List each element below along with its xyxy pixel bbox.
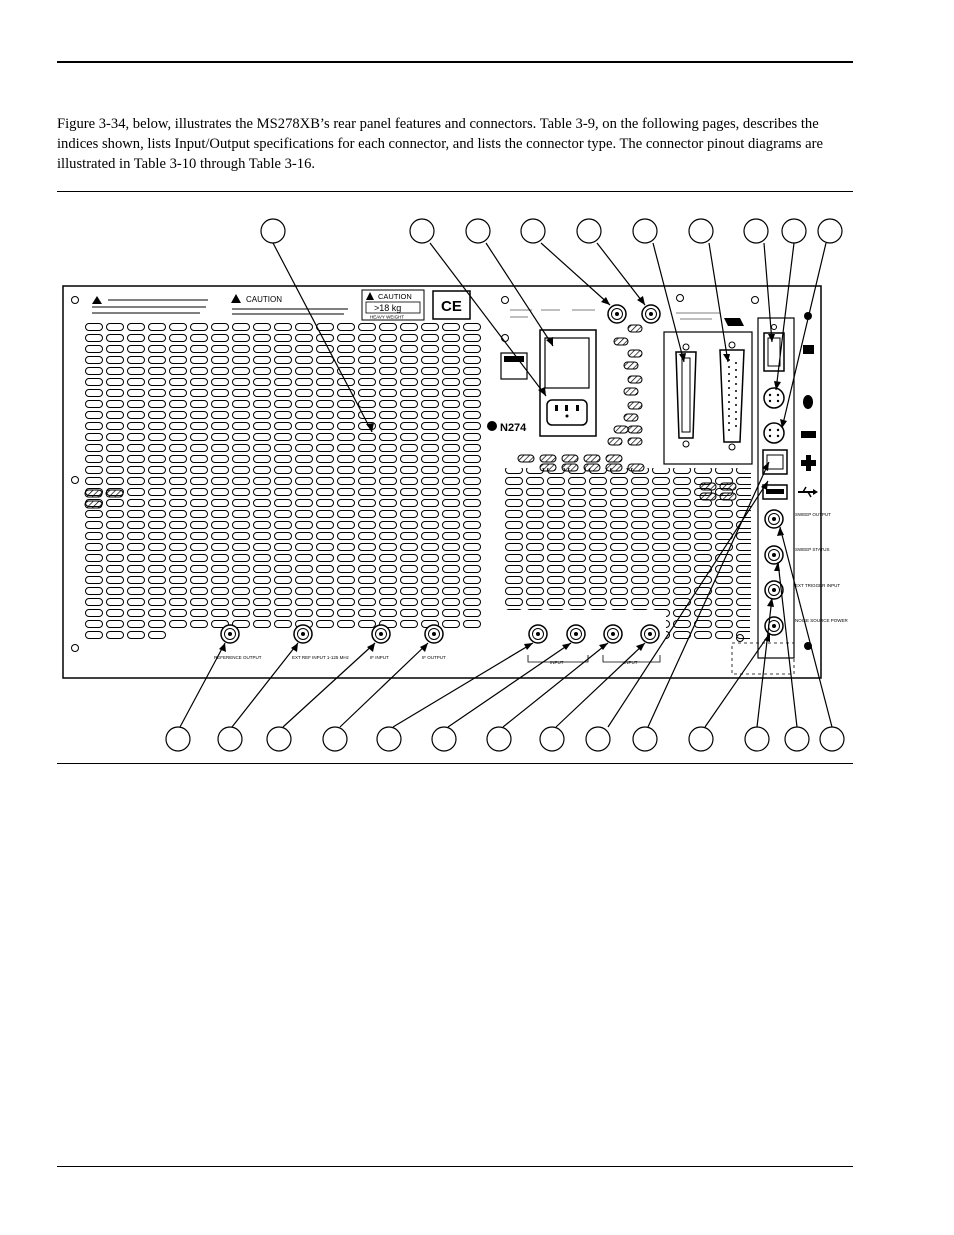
callout-circles-bottom: [165, 726, 845, 752]
input-i2-connector: [603, 624, 623, 644]
leader-arrowheads: [219, 296, 787, 652]
parallel-db25-connector: [719, 341, 745, 451]
warning-triangle-icon: [231, 294, 241, 303]
if-output-connector: [424, 624, 444, 644]
input-bracket-right: [602, 655, 661, 663]
weight-caution-text: CAUTION: [378, 292, 412, 301]
sweep-status-connector: [764, 545, 784, 565]
svg-text:CE: CE: [441, 298, 462, 315]
warning-label-caution: CAUTION: [226, 293, 354, 320]
power-entry-module: [510, 309, 597, 437]
right-vent-grille: [505, 468, 751, 610]
sweep-output-label: SWEEP OUTPUT: [795, 512, 831, 517]
ext-trigger-label: EXT TRIGGER INPUT: [795, 583, 840, 588]
top-left-bnc-connector: [607, 304, 627, 324]
usb-icon: [798, 486, 818, 498]
right-hatched-vents: [517, 454, 737, 501]
input-i-connector: [528, 624, 548, 644]
caution-label-text: CAUTION: [246, 295, 282, 304]
header-rule: [57, 61, 853, 63]
heavy-weight-text: HEAVY WEIGHT: [370, 315, 404, 320]
left-vent-grille-lower: [84, 630, 168, 642]
mouse-ps2-connector: [763, 387, 785, 409]
ethernet-connector: [762, 449, 788, 475]
input-q2-connector: [640, 624, 660, 644]
figure-top-rule: [57, 191, 853, 192]
column-hatched-vents: [607, 324, 643, 446]
weight-value-text: >18 kg: [374, 303, 401, 313]
keyboard-ps2-connector: [763, 422, 785, 444]
ce-mark-icon: CE: [432, 290, 471, 320]
usb-connector: [762, 484, 788, 500]
left-hatched-vents: [84, 489, 124, 509]
if-input-label: IF INPUT: [370, 655, 389, 660]
network-icon: [801, 455, 816, 471]
input-q-connector: [566, 624, 586, 644]
intro-paragraph: Figure 3-34, below, illustrates the MS27…: [57, 116, 823, 172]
noise-source-label: NOISE SOURCE POWER: [795, 618, 849, 623]
sweep-status-label: SWEEP STATUS: [795, 547, 830, 552]
leader-lines-bottom: [179, 461, 833, 728]
callout-circles-top: [260, 218, 843, 244]
footer-rule: [57, 1166, 853, 1167]
weight-caution-label: CAUTION >18 kg HEAVY WEIGHT: [361, 289, 425, 321]
left-vent-grille: [84, 322, 484, 630]
top-right-bnc-connector: [641, 304, 661, 324]
ext-ref-input-connector: [293, 624, 313, 644]
gpib-connector: [675, 343, 697, 448]
figure-bottom-rule: [57, 763, 853, 764]
monitor-icon: [803, 345, 814, 354]
warning-triangle-icon: [366, 292, 374, 300]
if-output-label: IF OUTPUT: [422, 655, 446, 660]
input-group-label-left: INPUT: [550, 660, 564, 665]
ground-marker: [487, 421, 497, 431]
warning-triangle-icon: [92, 296, 102, 304]
keyboard-icon: [801, 431, 816, 438]
right-vent-grille-lower: [666, 610, 750, 640]
ext-ref-input-label: EXT REF INPUT 1-125 MHz: [292, 655, 350, 660]
sweep-output-connector: [764, 509, 784, 529]
reference-output-label: REFERENCE OUTPUT: [214, 655, 262, 660]
reference-output-connector: [220, 624, 240, 644]
n274-label: N274: [500, 422, 527, 434]
warning-label-left: [86, 296, 212, 318]
if-input-connector: [371, 624, 391, 644]
printer-icon: [724, 318, 744, 326]
leader-lines-top: [272, 242, 827, 433]
mouse-icon: [803, 395, 813, 409]
input-group-label-right: INPUT: [624, 660, 638, 665]
